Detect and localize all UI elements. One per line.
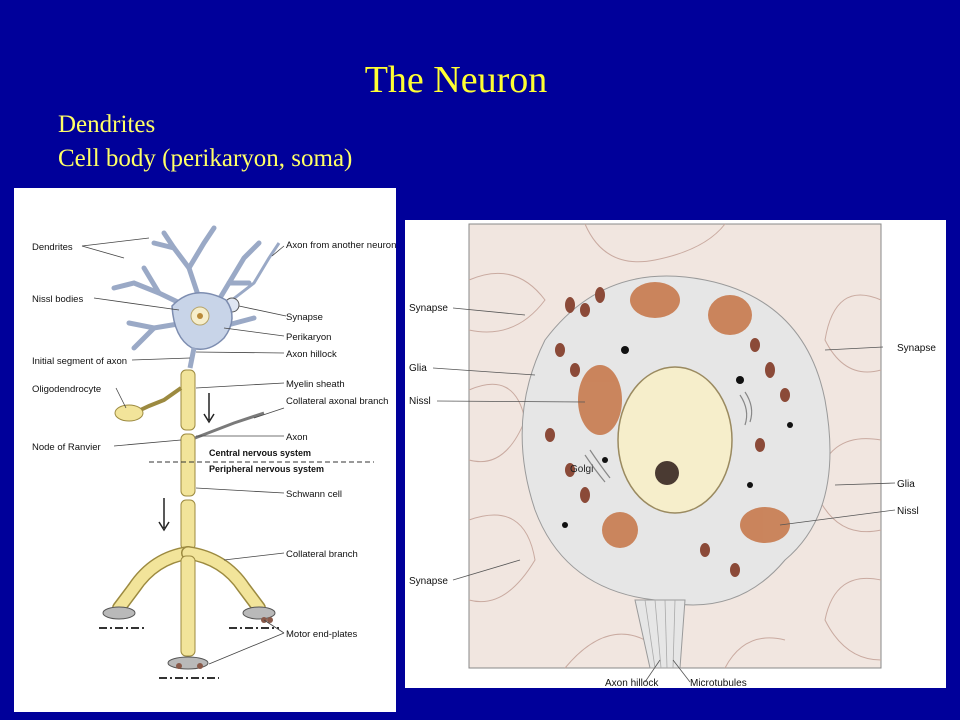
afferent-axon-shape	[231, 242, 281, 302]
myelin-segment-1	[180, 369, 196, 431]
perikaryon-drawing: Golgi Synapse Glia Nissl Synapse Synapse…	[409, 223, 936, 689]
label-nissl-right: Nissl	[897, 506, 919, 517]
label-nissl-bodies: Nissl bodies	[32, 294, 83, 305]
label-axon-hillock: Axon hillock	[605, 678, 659, 688]
perikaryon-drawing-panel: Golgi Synapse Glia Nissl Synapse Synapse…	[405, 220, 946, 689]
label-collateral-axonal-branch: Collateral axonal branch	[286, 396, 388, 407]
collateral-axonal-branch-shape	[194, 411, 265, 440]
label-axon: Axon	[286, 432, 308, 443]
label-perikaryon: Perikaryon	[286, 332, 331, 343]
label-node-of-ranvier: Node of Ranvier	[32, 442, 101, 453]
collateral-branch-left-fill	[113, 547, 194, 614]
end-plate-nuclei	[176, 617, 273, 669]
leader-lines	[81, 237, 287, 665]
leader-lines-right	[432, 307, 896, 683]
down-arrow-icon	[203, 393, 215, 424]
muscle-lines	[99, 627, 279, 679]
neuron-diagram-panel: Central nervous system Peripheral nervou…	[14, 188, 396, 712]
bullet-dendrites: Dendrites	[58, 111, 156, 138]
oligodendrocyte-shape	[114, 404, 144, 422]
label-axon-from-another-neuron: Axon from another neuron	[286, 240, 396, 251]
microtubules-shape	[644, 599, 676, 669]
label-motor-end-plates: Motor end-plates	[286, 629, 358, 640]
dendrites-shape	[111, 225, 262, 351]
label-golgi: Golgi	[570, 464, 593, 475]
collateral-branch-right-fill	[182, 547, 265, 614]
bullet-list: Dendrites Cell body (perikaryon, soma)	[58, 108, 352, 176]
label-microtubules: Microtubules	[690, 678, 747, 688]
label-glia-right: Glia	[897, 479, 915, 490]
label-collateral-branch: Collateral branch	[286, 549, 358, 560]
cns-label: Central nervous system	[209, 448, 311, 458]
schwann-segment-1	[180, 499, 196, 551]
label-initial-segment: Initial segment of axon	[32, 356, 127, 367]
nucleolus-shape	[655, 461, 679, 485]
label-myelin-sheath: Myelin sheath	[286, 379, 345, 390]
schwann-segment-2	[180, 555, 196, 657]
label-synapse-left-bottom: Synapse	[409, 576, 448, 587]
label-oligodendrocyte: Oligodendrocyte	[32, 384, 101, 395]
label-glia-left: Glia	[409, 363, 427, 374]
label-axon-hillock: Axon hillock	[286, 349, 337, 360]
neuron-diagram: Central nervous system Peripheral nervou…	[32, 225, 396, 679]
pns-label: Peripheral nervous system	[209, 464, 324, 474]
nissl-bodies-shape	[578, 282, 790, 548]
label-synapse-right: Synapse	[897, 343, 936, 354]
label-schwann-cell: Schwann cell	[286, 489, 342, 500]
label-nissl-left: Nissl	[409, 396, 431, 407]
golgi-shape	[584, 391, 753, 483]
label-synapse: Synapse	[286, 312, 323, 323]
nucleolus-shape	[197, 313, 203, 319]
down-arrow-icon-2	[158, 498, 170, 532]
label-dendrites: Dendrites	[32, 242, 73, 253]
nucleus-shape	[617, 366, 733, 514]
myelin-segment-2	[180, 433, 196, 497]
mitochondria-shape	[545, 287, 790, 577]
bullet-cell-body: Cell body (perikaryon, soma)	[58, 145, 353, 172]
axon-hillock-shape	[187, 347, 197, 369]
label-synapse-left-top: Synapse	[409, 303, 448, 314]
lysosomes-shape	[562, 346, 793, 528]
slide-title: The Neuron	[364, 59, 548, 101]
